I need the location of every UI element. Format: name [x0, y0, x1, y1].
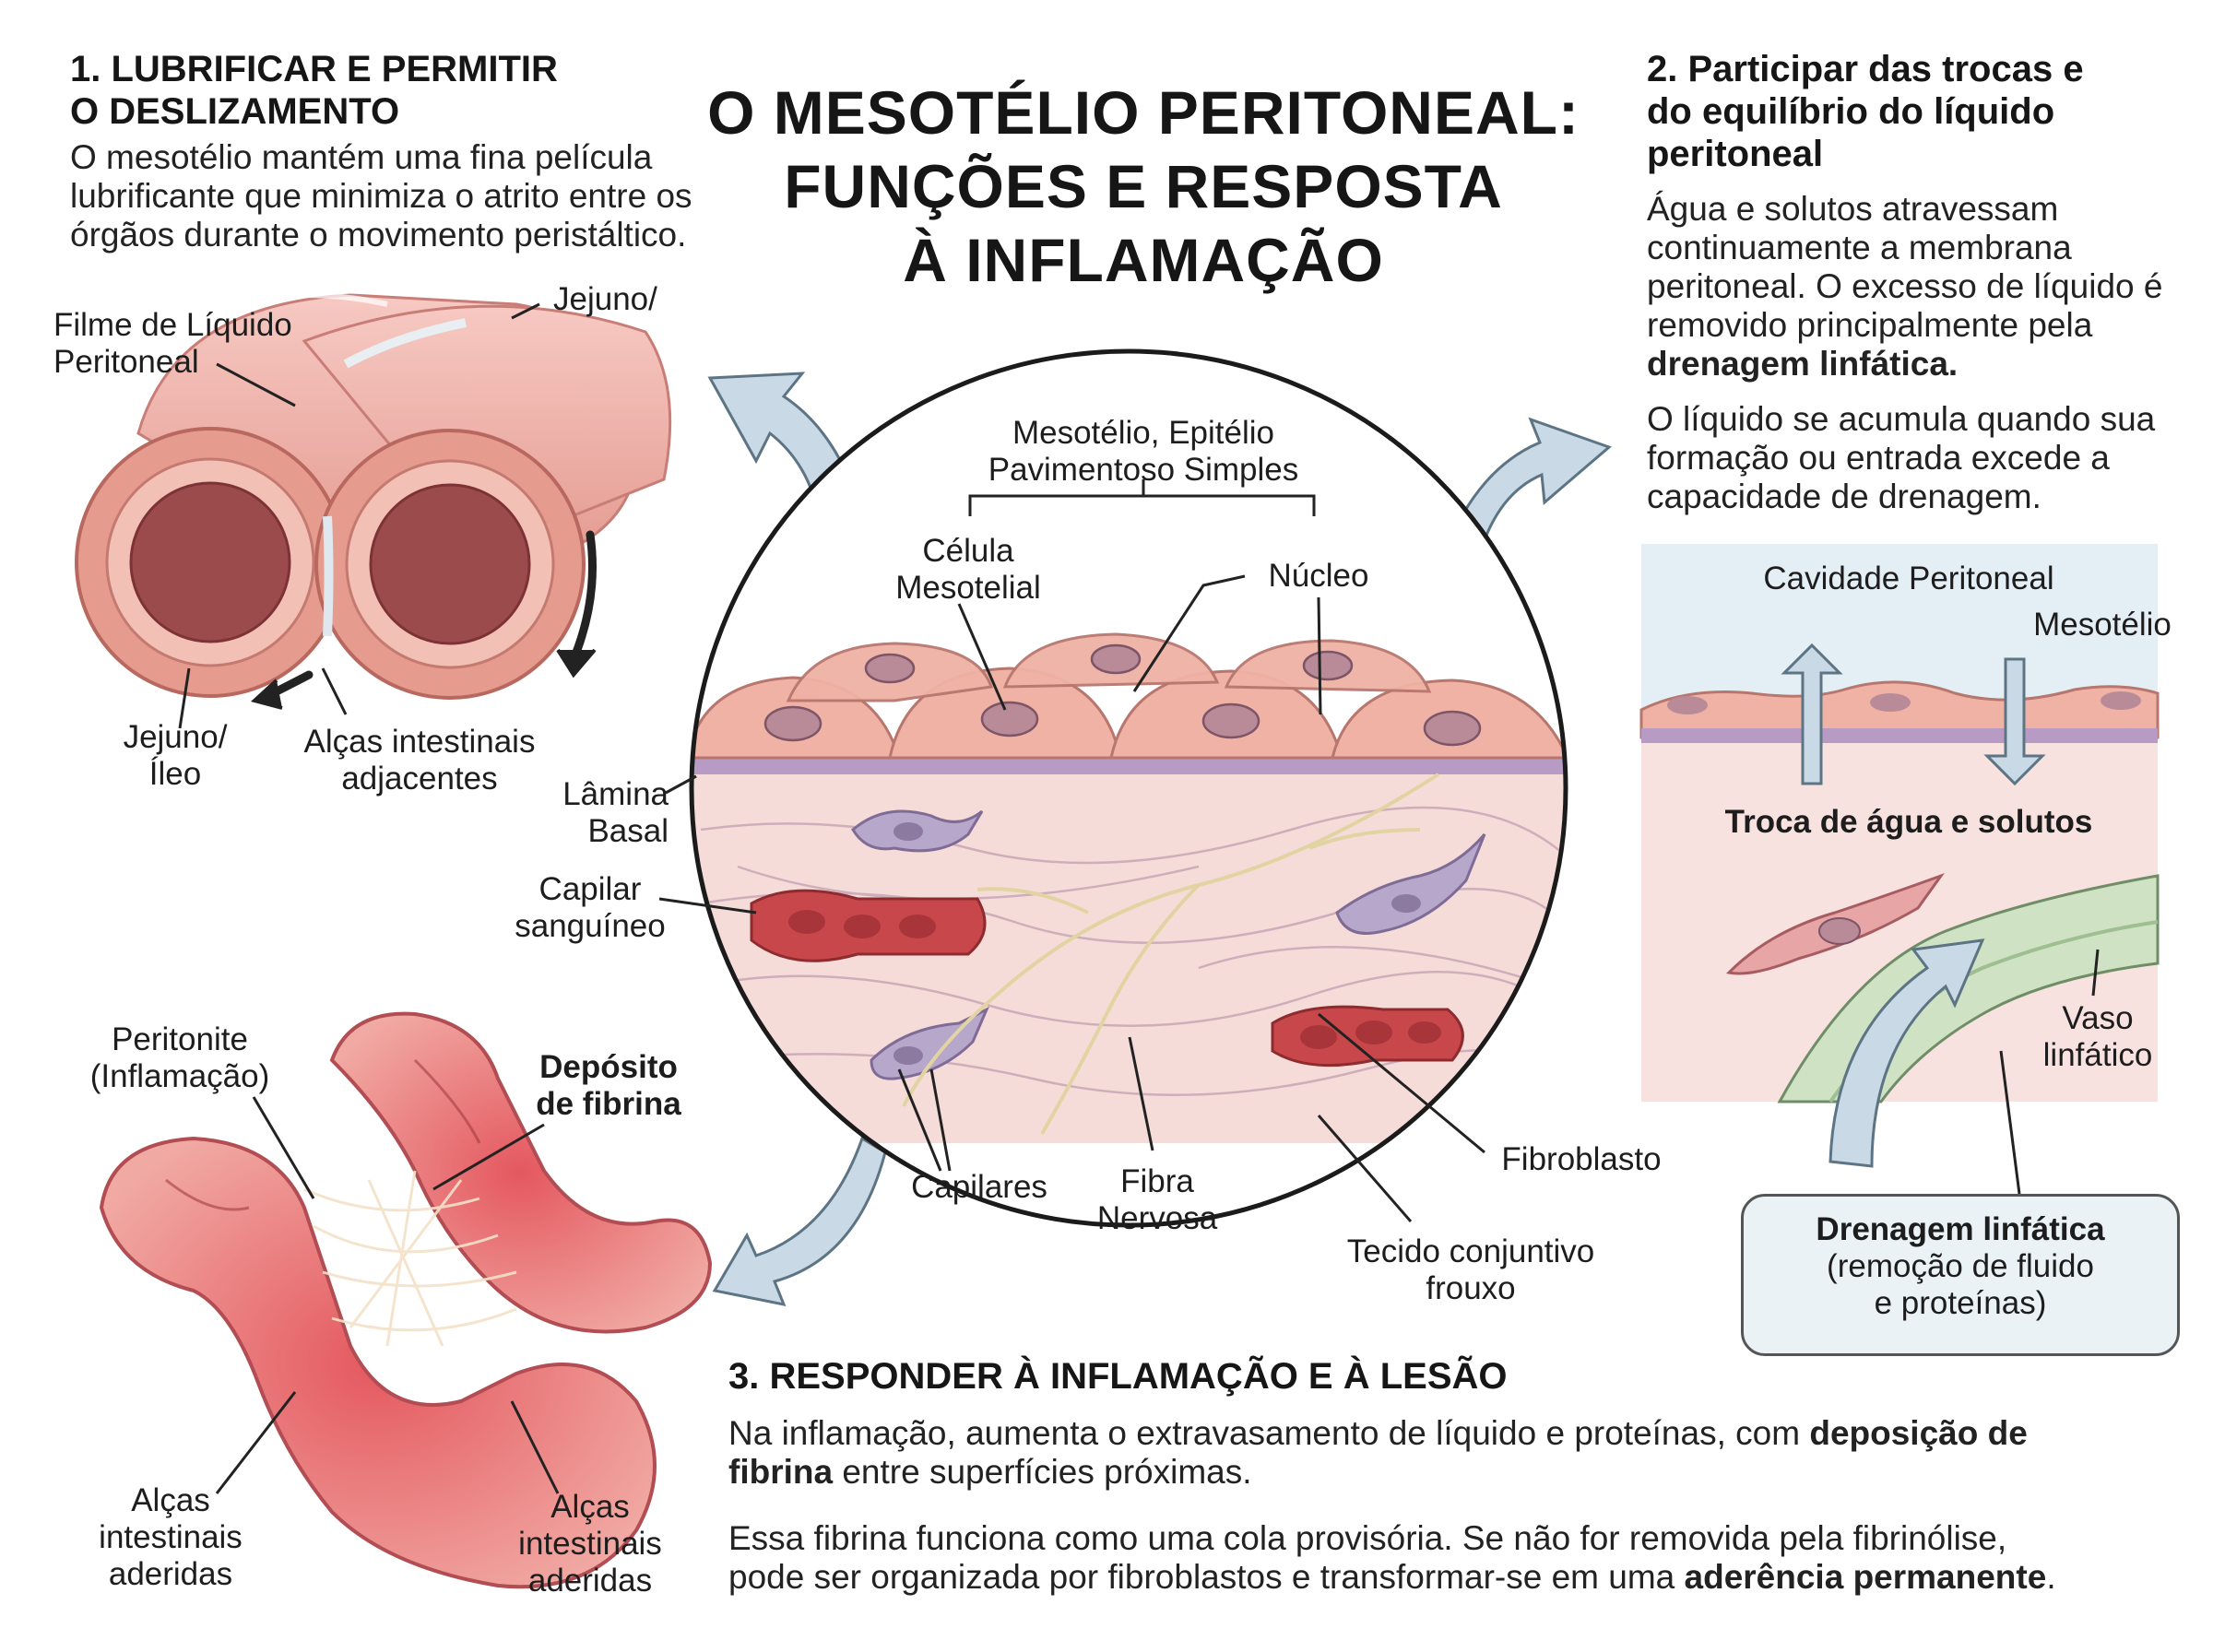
section-1-heading: 1. LUBRIFICAR E PERMITIR O DESLIZAMENTO [70, 49, 558, 132]
intestinal-loops-illustration [75, 292, 672, 729]
section-3-paragraph-1: Na inflamação, aumenta o extravasamento … [728, 1414, 2028, 1491]
section-2-heading: 2. Participar das trocas e do equilíbrio… [1647, 49, 2084, 174]
label-vaso-linfatico: Vaso linfático [2042, 1000, 2153, 1073]
label-alcas-adjacentes: Alças intestinais adjacentes [303, 724, 536, 796]
section-1-body: O mesotélio mantém uma fina película lub… [70, 138, 692, 254]
label-lamina-basal: Lâmina Basal [562, 776, 669, 849]
label-exchange: Troca de água e solutos [1724, 804, 2093, 840]
label-deposito-fibrina: Depósito de fibrina [536, 1049, 681, 1122]
label-cavity: Cavidade Peritoneal [1763, 560, 2054, 596]
peritoneal-exchange-panel [1639, 544, 2160, 1195]
label-film: Filme de Líquido Peritoneal [53, 307, 292, 380]
adhesion-illustration [99, 1011, 713, 1589]
page-title: O MESOTÉLIO PERITONEAL: FUNÇÕES E RESPOS… [707, 78, 1580, 294]
section-3: 3. RESPONDER À INFLAMAÇÃO E À LESÃO Na i… [728, 1355, 2167, 1597]
section-2-body-1: Água e solutos atravessam continuamente … [1647, 190, 2163, 383]
label-celula-mesotelial: Célula Mesotelial [895, 533, 1041, 606]
label-capilar-sanguineo: Capilar sanguíneo [515, 871, 666, 944]
label-mesotelio-panel: Mesotélio [2033, 607, 2172, 643]
label-tecido-conjuntivo: Tecido conjuntivo frouxo [1346, 1233, 1595, 1306]
label-mesotelio-epitelio: Mesotélio, Epitélio Pavimentoso Simples [988, 415, 1299, 488]
label-capilares: Capilares [911, 1169, 1047, 1205]
label-peritonite: Peritonite (Inflamação) [89, 1021, 270, 1094]
label-aderidas-left: Alças intestinais aderidas [99, 1482, 243, 1592]
section-3-heading: 3. RESPONDER À INFLAMAÇÃO E À LESÃO [728, 1356, 1508, 1397]
section-3-paragraph-2: Essa fibrina funciona como uma cola prov… [728, 1519, 2056, 1596]
lymph-drainage-callout: Drenagem linfática (remoção de fluido e … [1741, 1194, 2180, 1356]
label-fibroblasto: Fibroblasto [1501, 1141, 1662, 1177]
section-1: 1. LUBRIFICAR E PERMITIR O DESLIZAMENTO … [70, 48, 716, 254]
label-jejuno-ileo: Jejuno/ Íleo [123, 719, 228, 792]
label-fibra-nervosa: Fibra Nervosa [1096, 1163, 1218, 1236]
section-2-body-2: O líquido se acumula quando sua formação… [1647, 400, 2156, 515]
tissue-cross-section [658, 348, 1568, 1228]
label-aderidas-right: Alças intestinais aderidas [518, 1489, 662, 1599]
label-jejuno-top: Jejuno/ [553, 281, 657, 317]
label-nucleo: Núcleo [1268, 558, 1369, 594]
section-2: 2. Participar das trocas e do equilíbrio… [1647, 48, 2200, 516]
